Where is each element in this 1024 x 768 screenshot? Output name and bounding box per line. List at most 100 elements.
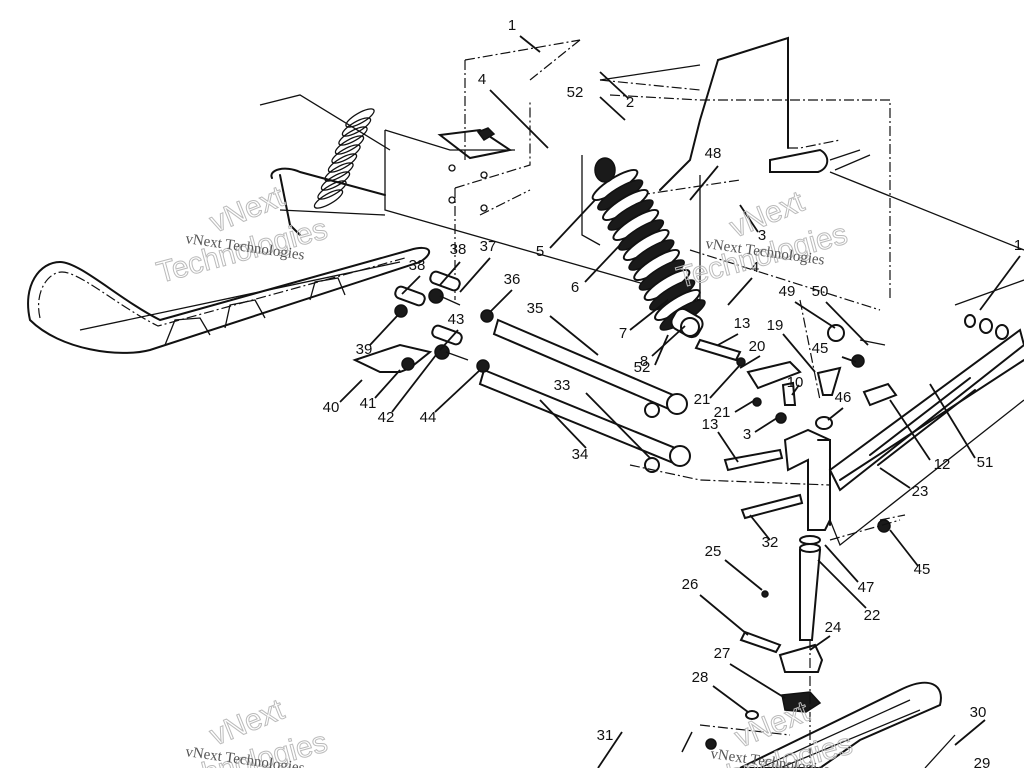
callout-26: 26 [682, 576, 749, 636]
callout-leader [369, 314, 399, 346]
callout-leader [629, 299, 669, 331]
callout-31: 31 [597, 727, 623, 768]
callout-leader [841, 356, 857, 363]
callout-35: 35 [527, 300, 599, 356]
callout-number: 8 [640, 353, 648, 370]
callout-32: 32 [749, 514, 779, 551]
callout-leader [489, 89, 549, 149]
callout-number: 52 [634, 359, 651, 376]
callout-38: 38 [439, 241, 467, 286]
callout-leader [439, 261, 461, 286]
callout-leader [724, 559, 763, 591]
callout-number: 32 [762, 534, 779, 551]
callout-number: 39 [356, 341, 373, 358]
callout-number: 28 [692, 669, 709, 686]
callout-number: 30 [970, 704, 987, 721]
callout-number: 1 [508, 17, 516, 34]
callout-leader [754, 417, 778, 433]
callout-leader [794, 301, 836, 329]
callout-number: 46 [835, 389, 852, 406]
callout-number: 1 [1014, 237, 1022, 254]
left-ski [27, 246, 431, 354]
callout-22: 22 [817, 559, 880, 624]
callout-leader [809, 635, 831, 651]
callout-number: 27 [714, 645, 731, 662]
bulkhead-bracket [384, 39, 701, 301]
callout-leader [539, 399, 587, 449]
callout-leader [439, 329, 459, 351]
callout-number: 44 [420, 409, 437, 426]
callout-number: 45 [812, 340, 829, 357]
callout-leader [739, 204, 759, 233]
callout-leader [599, 96, 626, 121]
callout-leader [401, 275, 421, 295]
callout-leader [709, 364, 741, 399]
callout-number: 41 [360, 395, 377, 412]
callout-21: 21 [714, 399, 756, 421]
callout-3: 3 [743, 417, 778, 443]
callout-leader [651, 325, 686, 357]
callout-leader [519, 35, 541, 53]
callout-43: 43 [439, 311, 464, 351]
callout-number: 40 [323, 399, 340, 416]
callout-number: 5 [536, 243, 544, 260]
callout-number: 37 [480, 238, 497, 255]
callout-50: 50 [812, 283, 869, 346]
callout-45: 45 [889, 529, 930, 578]
callout-number: 12 [934, 456, 951, 473]
callout-number: 42 [378, 409, 395, 426]
callout-leader [824, 544, 859, 583]
callout-leader [825, 301, 869, 346]
callout-leader [727, 277, 753, 306]
callout-42: 42 [378, 354, 437, 426]
callout-number: 29 [974, 755, 991, 768]
callout-40: 40 [323, 379, 363, 416]
callout-5: 5 [536, 199, 596, 260]
callout-number: 4 [751, 259, 759, 276]
callout-10: 10 [787, 374, 803, 396]
callout-number: 25 [705, 543, 722, 560]
linkage-hardware [352, 270, 494, 373]
right-ski [681, 681, 956, 768]
callout-leader [979, 255, 1021, 311]
callout-23: 23 [879, 467, 928, 500]
callout-41: 41 [360, 369, 401, 412]
callout-number: 52 [567, 84, 584, 101]
callout-leader [654, 334, 669, 366]
callout-number: 31 [597, 727, 614, 744]
callout-33: 33 [554, 377, 651, 459]
callout-number: 13 [702, 416, 719, 433]
callout-leader [599, 71, 629, 99]
callout-leader [749, 514, 771, 541]
callout-leader [782, 333, 816, 373]
callout-leader [712, 685, 749, 713]
callout-38: 38 [401, 257, 425, 295]
callout-leader [689, 165, 719, 201]
callout-20: 20 [739, 338, 765, 369]
callout-number: 24 [825, 619, 842, 636]
callout-24: 24 [809, 619, 842, 651]
callout-2: 2 [599, 71, 634, 111]
reference-lines [629, 99, 906, 768]
callout-leader [929, 383, 976, 459]
callout-number: 36 [504, 271, 521, 288]
callout-19: 19 [767, 317, 816, 373]
callout-number: 38 [450, 241, 467, 258]
callout-25: 25 [705, 543, 763, 591]
callout-45: 45 [812, 340, 857, 363]
callout-number: 21 [714, 404, 731, 421]
callout-leader [717, 431, 739, 463]
callout-1: 1 [979, 237, 1022, 311]
callout-44: 44 [420, 369, 481, 426]
callout-37: 37 [459, 238, 497, 293]
callout-leader [889, 529, 919, 567]
callout-47: 47 [824, 544, 874, 596]
frame-bracket [599, 36, 1024, 251]
callout-leader [549, 199, 596, 249]
callout-13: 13 [717, 315, 750, 346]
callout-number: 3 [743, 426, 751, 443]
callout-number: 26 [682, 576, 699, 593]
